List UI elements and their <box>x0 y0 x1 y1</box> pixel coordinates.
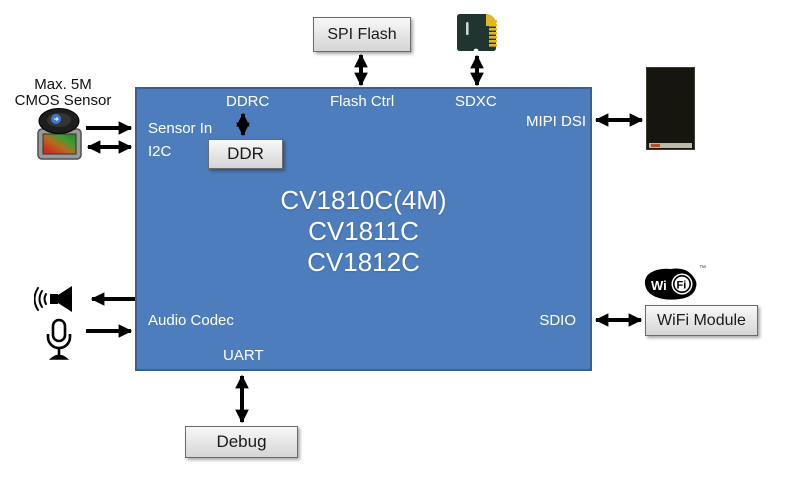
port-sdio: SDIO <box>539 312 576 329</box>
svg-text:Wi: Wi <box>651 278 667 293</box>
port-sensor-in: Sensor In <box>148 120 213 137</box>
port-flash-ctrl: Flash Ctrl <box>330 93 395 110</box>
port-uart: UART <box>223 347 264 364</box>
chip-title-line2: CV1811C <box>308 216 419 246</box>
port-audio-codec: Audio Codec <box>148 312 234 329</box>
sd-card-icon <box>453 12 499 54</box>
ddr-box: DDR <box>208 139 283 169</box>
svg-text:Fi: Fi <box>677 280 687 292</box>
port-ddrc: DDRC <box>226 93 270 110</box>
cmos-sensor-label-line2: CMOS Sensor <box>14 92 112 109</box>
cmos-sensor-label: Max. 5M CMOS Sensor <box>4 77 122 109</box>
port-mipi-dsi: MIPI DSI <box>525 113 586 130</box>
wifi-logo-icon: Wi Fi ™ <box>644 265 706 304</box>
chip-title: CV1810C(4M) CV1811C CV1812C <box>137 185 590 278</box>
chip-title-line1: CV1810C(4M) <box>280 185 447 215</box>
chip-title-line3: CV1812C <box>307 247 420 277</box>
port-sdxc: SDXC <box>455 93 497 110</box>
debug-box: Debug <box>185 426 298 458</box>
cmos-camera-icon <box>36 107 84 161</box>
wifi-trademark: ™ <box>699 265 706 272</box>
display-connector-pad <box>651 144 660 147</box>
display-connector-strip <box>649 143 692 148</box>
lcd-display-module-icon <box>646 67 695 150</box>
spi-flash-box: SPI Flash <box>313 17 411 52</box>
chip-block: DDRC Flash Ctrl SDXC Sensor In I2C MIPI … <box>135 87 592 371</box>
speaker-icon <box>33 283 78 315</box>
port-i2c: I2C <box>148 143 172 160</box>
cmos-sensor-label-line1: Max. 5M <box>34 76 92 93</box>
microphone-icon <box>44 318 74 362</box>
wifi-module-box: WiFi Module <box>645 305 758 336</box>
